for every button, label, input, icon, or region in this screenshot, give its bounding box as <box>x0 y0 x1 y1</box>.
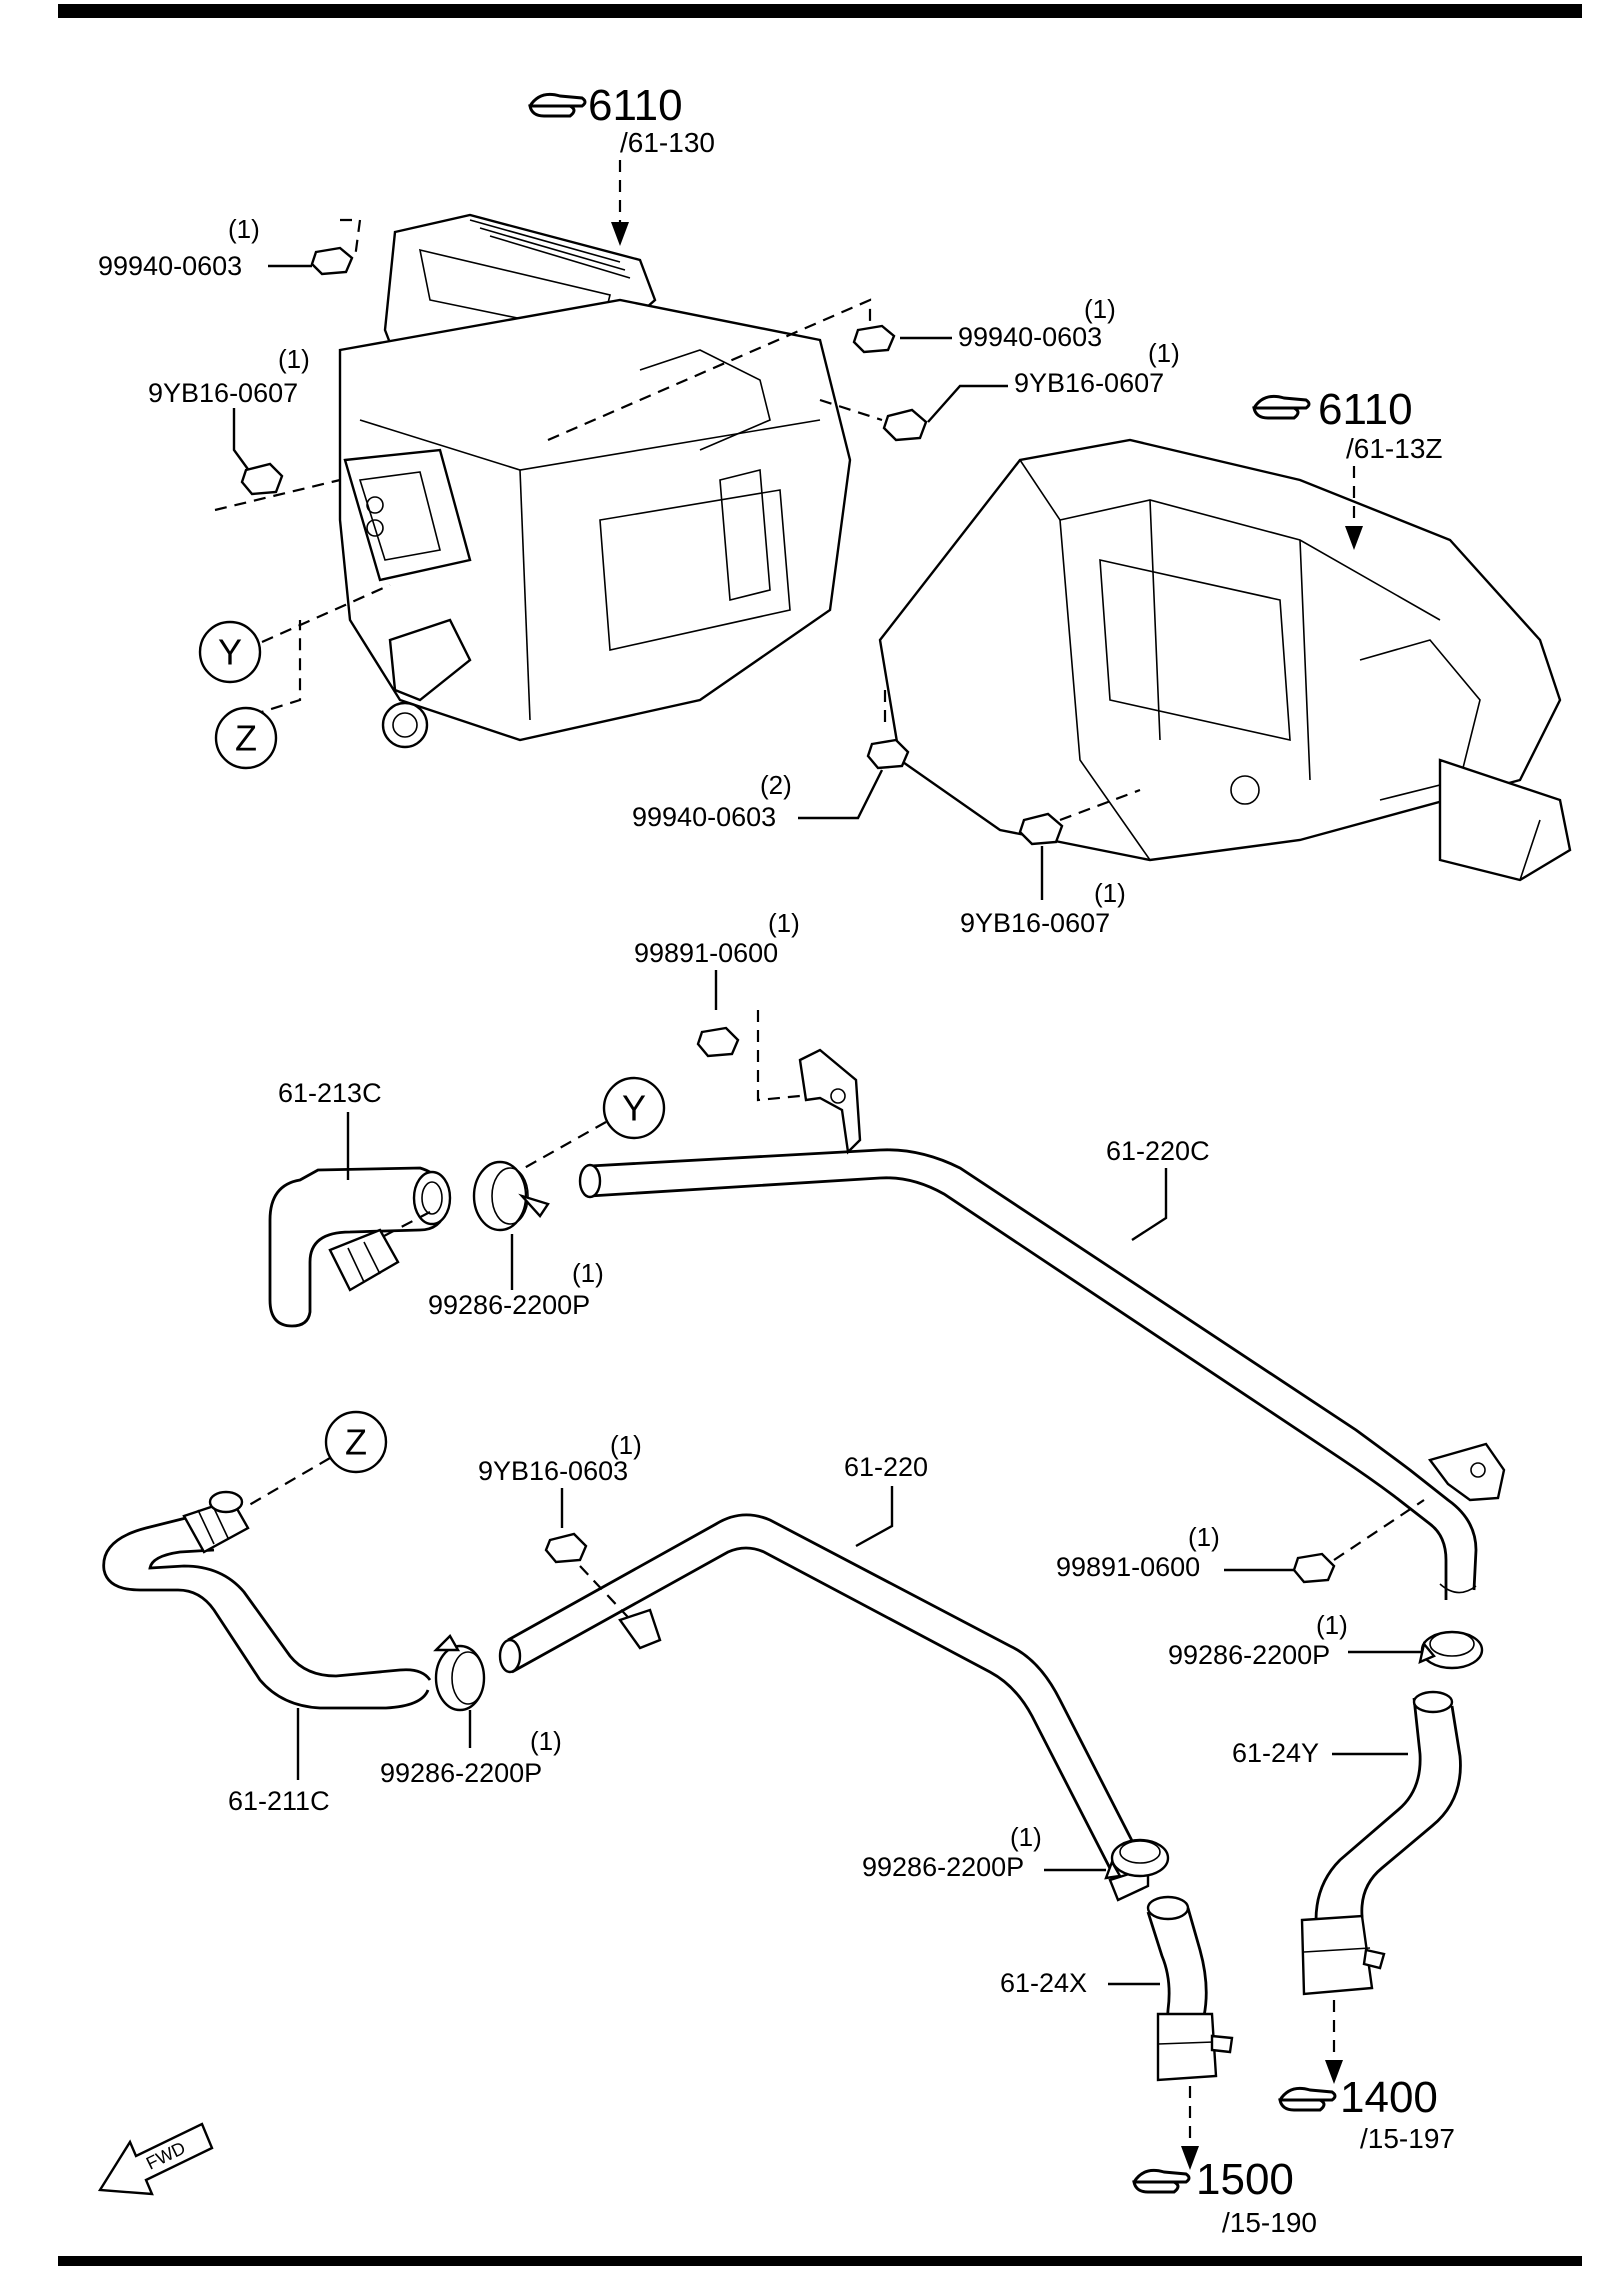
part-9YB16-0603[interactable]: (1) 9YB16-0603 <box>478 1430 642 1631</box>
reference-group-number: 1500 <box>1196 2155 1294 2204</box>
flange-nut-icon <box>852 324 896 354</box>
forward-direction-arrow: FWD <box>97 2122 214 2196</box>
part-99286-2200P-right-upper[interactable]: (1) 99286-2200P <box>1168 1610 1484 1670</box>
part-number: 99286-2200P <box>862 1852 1024 1882</box>
callout-z-upper: Z <box>214 620 302 770</box>
part-quantity: (1) <box>1010 1822 1042 1852</box>
callout-letter: Y <box>622 1088 646 1129</box>
flange-nut-icon <box>866 738 910 770</box>
part-99286-2200P-upper[interactable]: (1) 99286-2200P <box>428 1160 604 1320</box>
part-99286-2200P-left-lower[interactable]: (1) 99286-2200P <box>380 1634 562 1788</box>
part-number: 9YB16-0603 <box>478 1456 628 1486</box>
part-number: 99286-2200P <box>1168 1640 1330 1670</box>
part-99940-0603-upper-left[interactable]: (1) 99940-0603 <box>98 214 362 281</box>
part-quantity: (1) <box>1084 294 1116 324</box>
part-99891-0600-lower[interactable]: (1) 99891-0600 <box>1056 1499 1425 1584</box>
callout-y-lower: Y <box>509 1076 666 1177</box>
part-quantity: (1) <box>530 1726 562 1756</box>
part-number: 99940-0603 <box>632 802 776 832</box>
reference-group-number: 1400 <box>1340 2073 1438 2122</box>
callout-letter: Y <box>218 632 242 673</box>
part-quantity: (1) <box>1148 338 1180 368</box>
part-number: 61-24Y <box>1232 1738 1319 1768</box>
hose-61-24X[interactable]: 61-24X <box>1000 1895 1234 2082</box>
pipe-61-220C[interactable]: 61-220C <box>578 1136 1506 1600</box>
bottom-border-bar <box>58 2256 1582 2266</box>
part-quantity: (1) <box>1188 1522 1220 1552</box>
part-number: 61-220 <box>844 1452 928 1482</box>
part-number: 99940-0603 <box>958 322 1102 352</box>
top-border-bar <box>58 4 1582 18</box>
reference-group-number: 6110 <box>1318 385 1413 434</box>
part-number: 99891-0600 <box>1056 1552 1200 1582</box>
pointing-hand-icon <box>1252 394 1311 420</box>
part-quantity: (1) <box>768 908 800 938</box>
part-quantity: (1) <box>228 214 260 244</box>
callout-letter: Z <box>235 718 257 759</box>
part-number: 9YB16-0607 <box>1014 368 1164 398</box>
reference-figure-number: /15-190 <box>1222 2207 1317 2238</box>
pipe-61-220[interactable]: 61-220 <box>498 1452 1150 1902</box>
reference-6110-61-130[interactable]: 6110 /61-130 <box>528 81 715 246</box>
part-number: 61-213C <box>278 1078 382 1108</box>
pointing-hand-icon <box>528 92 587 118</box>
part-quantity: (1) <box>610 1430 642 1460</box>
flange-bolt-icon <box>1018 812 1064 846</box>
reference-group-number: 6110 <box>588 81 683 130</box>
part-number: 61-24X <box>1000 1968 1087 1998</box>
part-number: 9YB16-0607 <box>148 378 298 408</box>
reference-figure-number: /61-130 <box>620 127 715 158</box>
part-number: 61-220C <box>1106 1136 1210 1166</box>
reference-1400-15-197[interactable]: 1400 /15-197 <box>1278 2000 1455 2154</box>
part-number: 99940-0603 <box>98 251 242 281</box>
part-9YB16-0607-upper-middle[interactable]: (1) 9YB16-0607 <box>819 338 1180 442</box>
part-99891-0600-upper[interactable]: (1) 99891-0600 <box>634 908 801 1102</box>
callout-z-lower: Z <box>243 1410 388 1509</box>
pointing-hand-icon <box>1132 2168 1191 2194</box>
flange-bolt-icon <box>240 462 284 496</box>
reference-1500-15-190[interactable]: 1500 /15-190 <box>1132 2086 1317 2238</box>
callout-letter: Z <box>345 1422 367 1463</box>
callout-y-upper: Y <box>198 583 391 684</box>
part-number: 61-211C <box>228 1786 330 1816</box>
part-number: 99286-2200P <box>380 1758 542 1788</box>
pointing-hand-icon <box>1278 2086 1337 2112</box>
part-99940-0603-lower-unit[interactable]: (2) 99940-0603 <box>632 690 910 832</box>
reference-figure-number: /15-197 <box>1360 2123 1455 2154</box>
part-9YB16-0607-upper-left[interactable]: (1) 9YB16-0607 <box>148 344 341 512</box>
heater-unit-right <box>878 438 1572 882</box>
part-99286-2200P-lower-middle[interactable]: (1) 99286-2200P <box>862 1822 1170 1882</box>
hose-61-213C[interactable]: 61-213C <box>268 1078 452 1328</box>
flange-nut-icon <box>310 246 354 276</box>
hose-61-24Y[interactable]: 61-24Y <box>1232 1690 1462 1996</box>
reference-figure-number: /61-13Z <box>1346 433 1443 464</box>
flange-nut-icon <box>1292 1552 1336 1584</box>
part-number: 9YB16-0607 <box>960 908 1110 938</box>
flange-bolt-icon <box>544 1532 588 1564</box>
part-9YB16-0607-lower-unit[interactable]: (1) 9YB16-0607 <box>960 788 1141 938</box>
part-99940-0603-upper-right[interactable]: (1) 99940-0603 <box>547 294 1116 442</box>
part-number: 99286-2200P <box>428 1290 590 1320</box>
hose-bracket <box>798 1048 862 1155</box>
part-quantity: (2) <box>760 770 792 800</box>
part-quantity: (1) <box>278 344 310 374</box>
reference-6110-61-13Z[interactable]: 6110 /61-13Z <box>1252 385 1443 550</box>
hose-61-211C[interactable]: 61-211C <box>102 1490 432 1816</box>
heater-unit-left <box>338 213 852 749</box>
part-quantity: (1) <box>1316 1610 1348 1640</box>
flange-nut-icon <box>696 1026 740 1058</box>
part-quantity: (1) <box>572 1258 604 1288</box>
flange-bolt-icon <box>882 408 928 442</box>
part-number: 99891-0600 <box>634 938 778 968</box>
part-quantity: (1) <box>1094 878 1126 908</box>
